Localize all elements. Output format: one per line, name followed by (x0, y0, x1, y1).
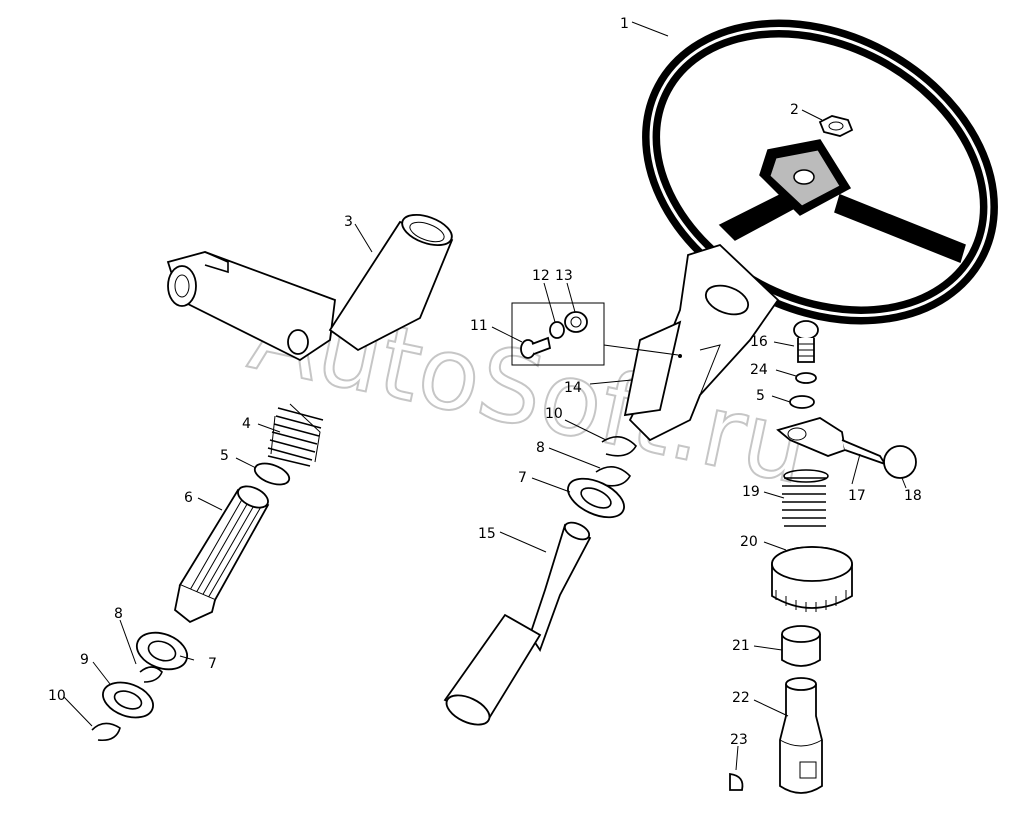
label-10-right: 10 (545, 406, 563, 422)
label-21: 21 (732, 638, 750, 654)
label-22: 22 (732, 690, 750, 706)
nut (818, 115, 854, 137)
label-1: 1 (620, 16, 629, 32)
label-7-left: 7 (208, 656, 217, 672)
label-3: 3 (344, 214, 353, 230)
label-9: 9 (80, 652, 89, 668)
label-17: 17 (848, 488, 866, 504)
spring-washer (795, 372, 817, 384)
snap-ring-left (139, 666, 163, 683)
bolt (793, 320, 819, 363)
label-7-right: 7 (518, 470, 527, 486)
lever-knob (883, 445, 917, 479)
label-16: 16 (750, 334, 768, 350)
steering-shaft (443, 521, 592, 726)
bearing-right (567, 477, 625, 519)
label-5-right: 5 (756, 388, 765, 404)
callout-box-11-13 (511, 302, 682, 366)
steering-wheel (642, 19, 998, 325)
screw (520, 336, 552, 359)
key (729, 772, 744, 791)
column-housing (623, 243, 780, 442)
label-11: 11 (470, 318, 488, 334)
washer-right (789, 395, 815, 409)
spring-4 (267, 403, 324, 467)
label-14: 14 (564, 380, 582, 396)
sleeve (781, 625, 821, 667)
column-bracket (166, 213, 454, 362)
label-23: 23 (730, 732, 748, 748)
label-15: 15 (478, 526, 496, 542)
label-8-right: 8 (536, 440, 545, 456)
washer-left (253, 462, 291, 486)
label-20: 20 (740, 534, 758, 550)
bearing-left (135, 631, 189, 671)
label-6: 6 (184, 490, 193, 506)
spring-19 (782, 469, 829, 527)
label-19: 19 (742, 484, 760, 500)
label-24: 24 (750, 362, 768, 378)
label-12: 12 (532, 268, 550, 284)
leader-lines (63, 21, 907, 771)
lever (776, 417, 888, 466)
label-2: 2 (790, 102, 799, 118)
label-5-left: 5 (220, 448, 229, 464)
label-10-left: 10 (48, 688, 66, 704)
splined-shaft (779, 677, 823, 794)
washer-small (549, 321, 565, 339)
clip-left (91, 722, 121, 742)
label-8-left: 8 (114, 606, 123, 622)
part-labels: 1 2 3 4 5 6 8 7 9 10 11 12 13 14 10 8 7 … (48, 16, 922, 748)
label-18: 18 (904, 488, 922, 504)
label-13: 13 (555, 268, 573, 284)
knurled-nut (771, 546, 853, 612)
seal-left (102, 681, 154, 719)
bushing (564, 311, 588, 333)
label-4: 4 (242, 416, 251, 432)
clip-right (601, 436, 637, 457)
snap-ring-right (595, 466, 631, 487)
splined-sleeve (174, 485, 270, 624)
